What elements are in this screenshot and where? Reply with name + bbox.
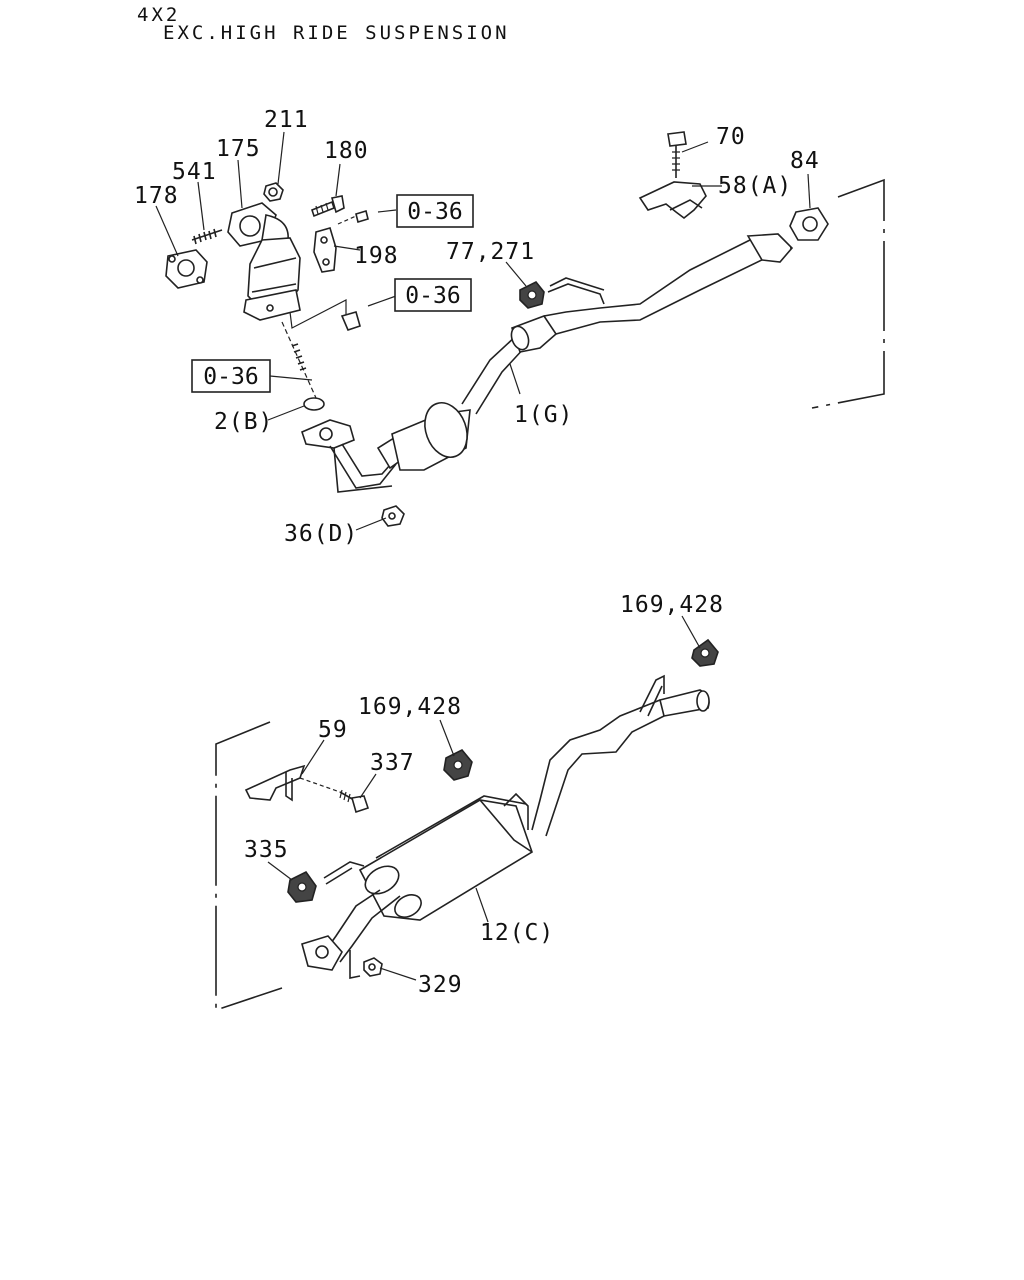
nut-329-bracket: [349, 950, 361, 979]
header-line-1: 4X2: [137, 4, 181, 26]
catalytic-converter-175: [227, 202, 301, 321]
label-36d: 36(D): [284, 521, 358, 547]
leader-lines: [155, 131, 811, 981]
gasket-84: [789, 207, 829, 241]
label-59: 59: [318, 717, 348, 743]
label-198: 198: [354, 243, 399, 269]
ref-box-3-label: 0-36: [203, 364, 258, 390]
label-84: 84: [790, 148, 820, 174]
muffler-inlet-pipe: [301, 861, 401, 971]
ref-box-2: 0-36: [394, 278, 472, 312]
lower-boundary-line: [215, 721, 283, 1012]
bolt-lower: [289, 299, 361, 331]
label-180: 180: [324, 138, 369, 164]
gasket-178: [165, 249, 208, 289]
rubber-hanger-335: [287, 870, 317, 903]
label-77-271: 77,271: [446, 239, 535, 265]
front-pipe-1g: [301, 233, 794, 493]
bolt-upper-right: [337, 209, 369, 225]
tail-pipe: [531, 674, 710, 837]
label-169-428-top: 169,428: [620, 592, 724, 618]
label-1g: 1(G): [514, 402, 573, 428]
header-line-2: EXC.HIGH RIDE SUSPENSION: [163, 22, 510, 44]
bolt-70: [667, 131, 687, 178]
ref-box-1: 0-36: [396, 194, 474, 228]
label-169-428-mid: 169,428: [358, 694, 462, 720]
ref-box-2-label: 0-36: [405, 283, 460, 309]
label-70: 70: [716, 124, 746, 150]
nut-211: [263, 182, 284, 202]
ref-box-3: 0-36: [191, 359, 271, 393]
upper-boundary-line: [811, 178, 885, 409]
label-211: 211: [264, 107, 309, 133]
label-329: 329: [418, 972, 463, 998]
label-178: 178: [134, 183, 179, 209]
stud-541: [191, 228, 223, 245]
bracket-58a: [638, 181, 707, 220]
bracket-198: [313, 227, 337, 273]
label-335: 335: [244, 837, 289, 863]
rubber-hanger-77-271: [519, 280, 545, 309]
label-175: 175: [216, 136, 261, 162]
bolt-180: [311, 195, 345, 218]
label-541: 541: [172, 159, 217, 185]
label-337: 337: [370, 750, 415, 776]
label-58a: 58(A): [718, 173, 792, 199]
label-2b: 2(B): [214, 409, 273, 435]
rubber-hanger-169-428-mid: [443, 749, 473, 781]
muffler-12c: [358, 792, 533, 921]
bracket-59: [244, 764, 306, 802]
nut-36d: [381, 505, 405, 527]
rubber-hanger-169-428-top: [691, 638, 719, 667]
gasket-ring-2b: [303, 397, 325, 411]
nut-329: [363, 957, 383, 977]
long-stud: [281, 321, 317, 399]
ref-box-1-label: 0-36: [407, 199, 462, 225]
bolt-337: [299, 777, 370, 814]
label-12c: 12(C): [480, 920, 554, 946]
